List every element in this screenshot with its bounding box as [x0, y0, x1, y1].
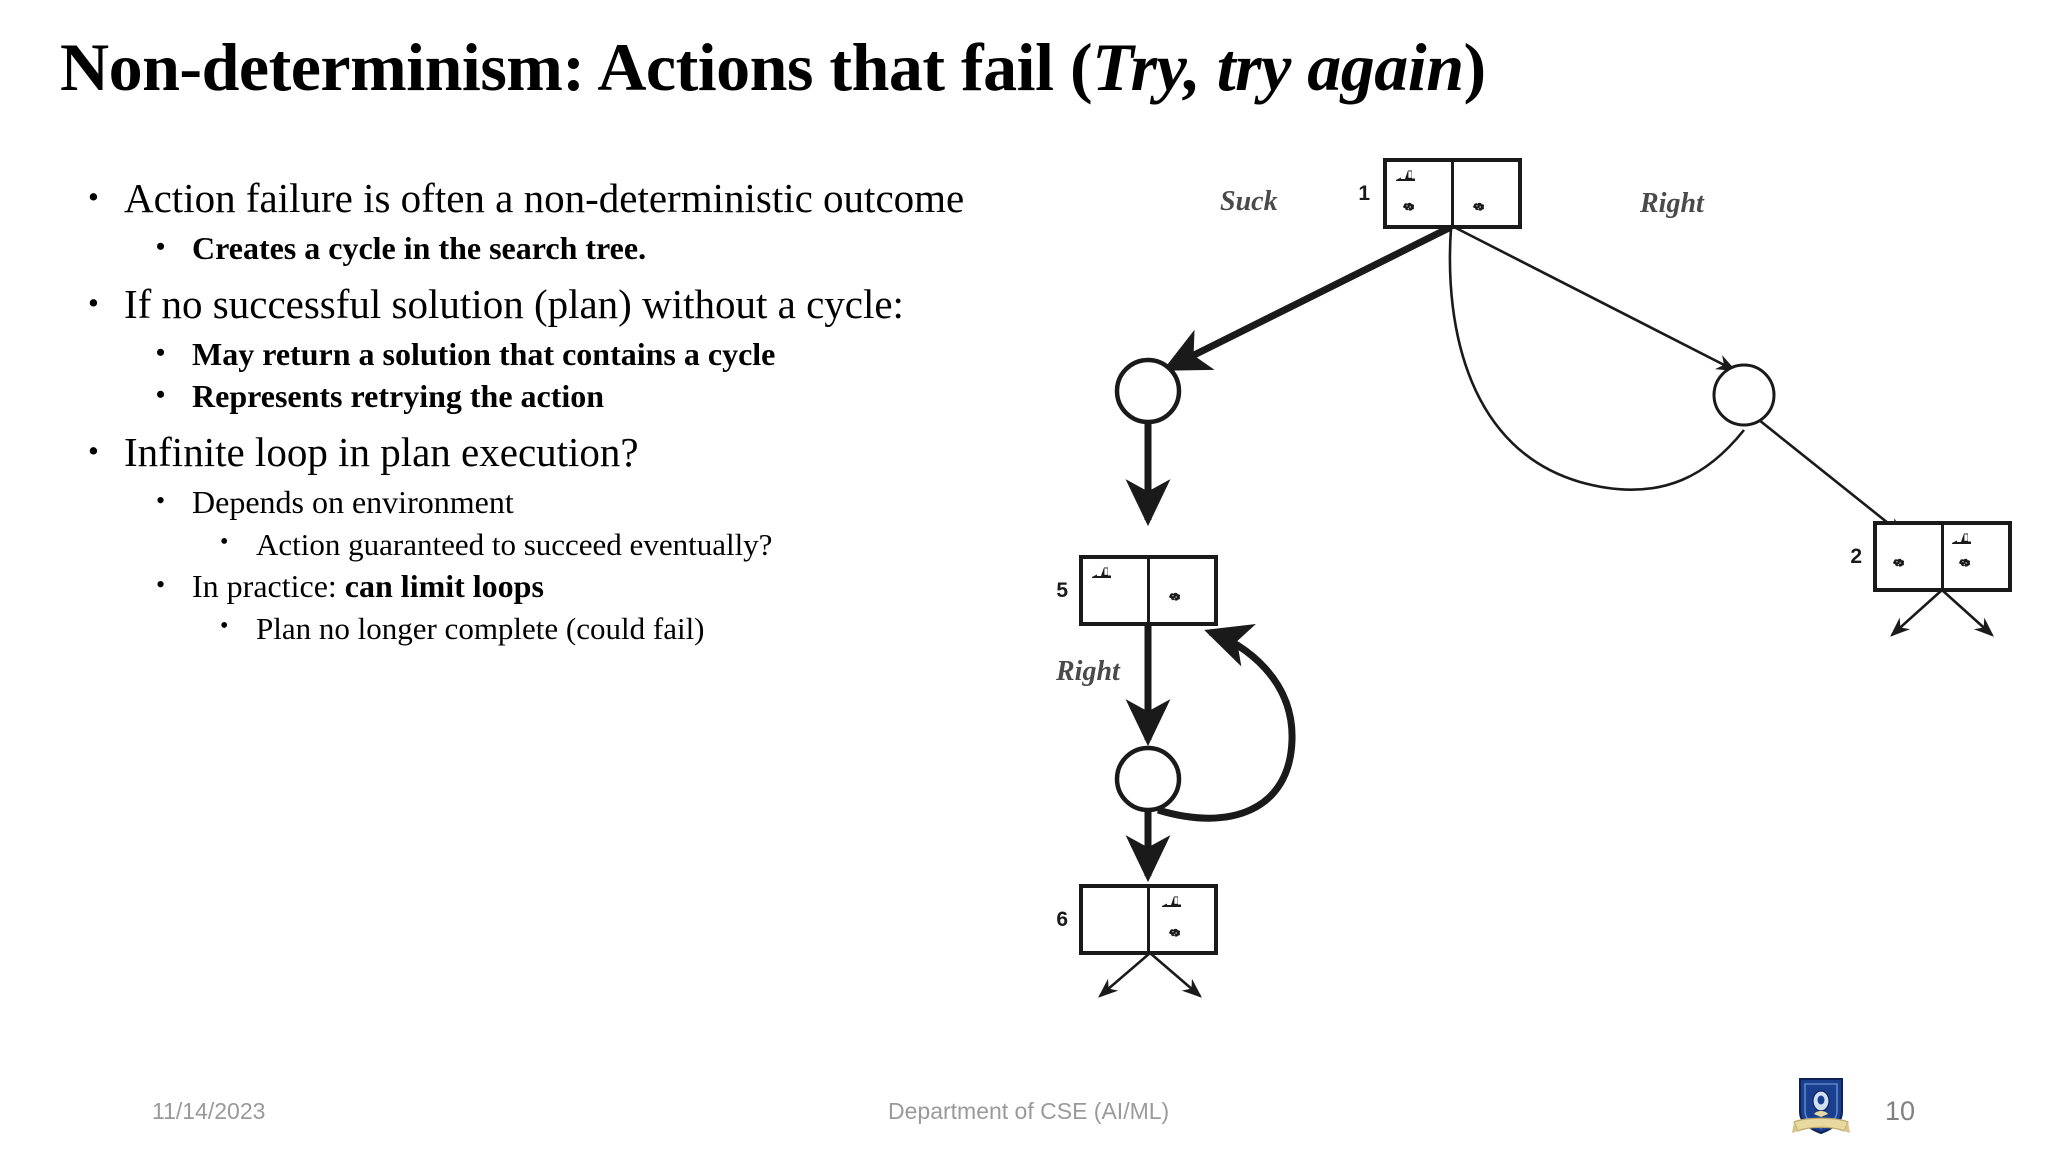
- edge-node2-children: [1890, 589, 1994, 637]
- list-item-label: If no successful solution (plan) without…: [124, 280, 904, 327]
- title-main-text: Non-determinism: Actions that fail (: [60, 29, 1093, 105]
- list-item-label: May return a solution that contains a cy…: [192, 335, 776, 372]
- bullet-glyph-icon: •: [156, 486, 166, 516]
- list-item-label-emphasis: can limit loops: [344, 567, 544, 604]
- bullet-glyph-icon: •: [156, 380, 166, 410]
- state-node-1: 1: [1358, 158, 1522, 229]
- list-item-label: Plan no longer complete (could fail): [256, 610, 705, 646]
- list-item-label: Creates a cycle in the search tree.: [192, 229, 647, 266]
- page-title: Non-determinism: Actions that fail (Try,…: [60, 29, 2000, 105]
- bullet-list: • Action failure is often a non-determin…: [88, 175, 1018, 654]
- bullet-glyph-icon: •: [88, 179, 99, 214]
- list-item: • Creates a cycle in the search tree.: [88, 229, 1018, 266]
- state-node-5: 5: [1056, 555, 1218, 626]
- list-item: • In practice: can limit loops: [88, 567, 1018, 604]
- edge-right-cycle-arc: [1448, 227, 1746, 491]
- bullet-glyph-icon: •: [220, 612, 229, 639]
- bullet-glyph-icon: •: [88, 433, 99, 469]
- edge-label-right-lower: Right: [1055, 656, 1121, 687]
- list-item-label: Action guaranteed to succeed eventually?: [256, 527, 773, 563]
- list-item: • If no successful solution (plan) witho…: [88, 280, 1018, 327]
- lower-chance-node: [1114, 745, 1182, 813]
- bullet-glyph-icon: •: [88, 284, 99, 320]
- bullet-glyph-icon: •: [156, 231, 166, 261]
- footer-department: Department of CSE (AI/ML): [888, 1098, 1170, 1124]
- list-item-label: Depends on environment: [192, 484, 514, 521]
- title-italic-text: Try, try again: [1092, 29, 1464, 105]
- list-item: • Plan no longer complete (could fail): [88, 610, 1018, 646]
- page-number: 10: [1885, 1096, 1916, 1126]
- edge-right-to-node2: [1758, 418, 1906, 537]
- and-or-search-tree-diagram: 1 5 6: [1040, 120, 2048, 1000]
- left-chance-node: [1114, 357, 1182, 425]
- right-chance-node: [1712, 363, 1776, 427]
- state-node-2: 2: [1850, 521, 2012, 592]
- university-crest-logo: [1792, 1076, 1850, 1138]
- edge-suck: [1162, 223, 1453, 372]
- edge-cycle-back-to-node5: [1156, 624, 1296, 822]
- edge-right-top: [1453, 225, 1737, 372]
- state-node-5-label: 5: [1056, 579, 1068, 602]
- edge-label-right-top: Right: [1639, 188, 1705, 219]
- state-node-1-label: 1: [1358, 182, 1370, 205]
- list-item-label: Infinite loop in plan execution?: [124, 429, 639, 476]
- state-node-6-label: 6: [1056, 908, 1068, 931]
- list-item: • Depends on environment: [88, 484, 1018, 521]
- list-item: • Represents retrying the action: [88, 380, 1018, 414]
- list-item: • Action failure is often a non-determin…: [88, 175, 1018, 221]
- list-item: • Infinite loop in plan execution?: [88, 432, 1018, 474]
- bullet-glyph-icon: •: [156, 569, 166, 599]
- bullet-glyph-icon: •: [156, 337, 166, 367]
- edge-node6-children: [1098, 952, 1202, 998]
- list-item-label: In practice: can limit loops: [192, 567, 1018, 604]
- bullet-glyph-icon: •: [220, 529, 229, 556]
- list-item-label: Action failure is often a non-determinis…: [124, 175, 965, 221]
- list-item-label-plain: In practice:: [192, 567, 345, 604]
- list-item: • Action guaranteed to succeed eventuall…: [88, 527, 1018, 563]
- edge-label-suck: Suck: [1220, 186, 1278, 217]
- state-node-6: 6: [1056, 884, 1218, 955]
- list-item: • May return a solution that contains a …: [88, 335, 1018, 372]
- footer-date: 11/14/2023: [152, 1098, 266, 1124]
- state-node-2-label: 2: [1850, 545, 1862, 568]
- title-closing-paren: ): [1463, 29, 1487, 105]
- list-item-label: Represents retrying the action: [192, 378, 605, 415]
